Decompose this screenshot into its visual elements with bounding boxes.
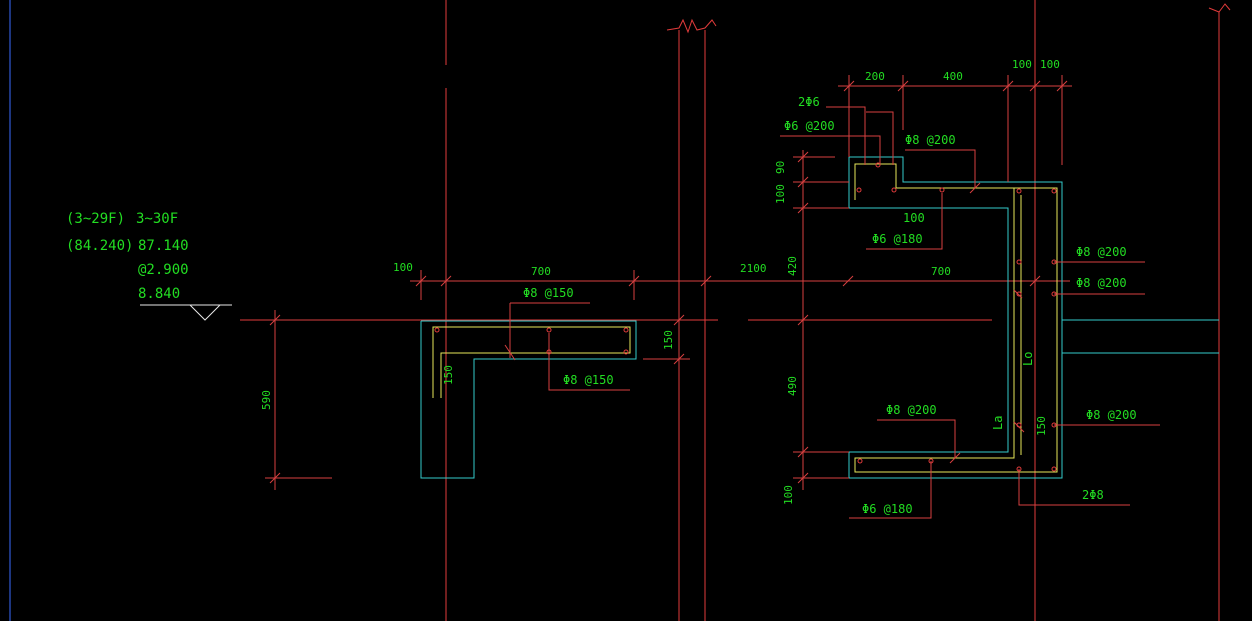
anchor-length-lo: Lo	[1021, 352, 1035, 366]
axis-lines	[240, 0, 1231, 621]
elevation-level-paren: (84.240)	[66, 238, 133, 254]
rebar-phi8-200-r2-label: Φ8 @200	[1076, 276, 1127, 290]
anchor-length-la: La	[991, 416, 1005, 430]
right-dim-100-mid: 100	[903, 211, 925, 225]
right-dim-200: 200	[865, 70, 885, 83]
left-dim-150-right: 150	[662, 330, 675, 350]
right-dim-100-bottom: 100	[782, 485, 795, 505]
right-dim-90: 90	[774, 161, 787, 174]
right-dim-100-left: 100	[774, 184, 787, 204]
right-dim-150: 150	[1035, 416, 1048, 436]
left-rebar-top-label: Φ8 @150	[523, 286, 574, 300]
left-dimensions: 100 700 590 150 150	[260, 261, 1070, 490]
elevation-floors-paren: (3~29F)	[66, 211, 125, 227]
left-section-bars	[434, 327, 629, 355]
rebar-phi6-180-top-label: Φ6 @180	[872, 232, 923, 246]
bar-2phi6-label: 2Φ6	[798, 95, 820, 109]
left-dim-100: 100	[393, 261, 413, 274]
rebar-phi8-200-bottom-label: Φ8 @200	[886, 403, 937, 417]
left-section-outline	[420, 320, 637, 479]
rebar-phi6-200-label: Φ6 @200	[784, 119, 835, 133]
left-section-leaders	[504, 302, 630, 391]
right-dim-2100: 2100	[740, 262, 767, 275]
right-dim-100-a: 100	[1012, 58, 1032, 71]
left-dim-150-vertical: 150	[442, 365, 455, 385]
elevation-level-top: 87.140	[138, 238, 189, 254]
right-section-rebar	[854, 163, 1058, 473]
right-dim-420: 420	[786, 256, 799, 276]
slab-band	[1062, 319, 1219, 354]
rebar-phi6-180-bottom-label: Φ6 @180	[862, 502, 913, 516]
left-dim-590: 590	[260, 390, 273, 410]
elevation-marker-icon	[140, 304, 232, 321]
bar-2phi8-label: 2Φ8	[1082, 488, 1104, 502]
rebar-phi8-200-r1-label: Φ8 @200	[1076, 245, 1127, 259]
right-dim-400: 400	[943, 70, 963, 83]
right-dim-100-b: 100	[1040, 58, 1060, 71]
rebar-phi8-200-r3-label: Φ8 @200	[1086, 408, 1137, 422]
elevation-level-base: 8.840	[138, 286, 180, 302]
rebar-phi8-200-top-label: Φ8 @200	[905, 133, 956, 147]
right-section-leaders	[780, 106, 1160, 519]
right-dim-700: 700	[931, 265, 951, 278]
elevation-spacing: @2.900	[138, 262, 189, 278]
left-rebar-bottom-label: Φ8 @150	[563, 373, 614, 387]
right-dim-490: 490	[786, 376, 799, 396]
left-section-rebar	[432, 326, 631, 398]
elevation-floors: 3~30F	[136, 211, 178, 227]
left-dim-700: 700	[531, 265, 551, 278]
right-dimensions: 200 400 100 100 2100 700 90 100 420 490 …	[740, 58, 1072, 505]
right-section-bars	[856, 162, 1057, 472]
